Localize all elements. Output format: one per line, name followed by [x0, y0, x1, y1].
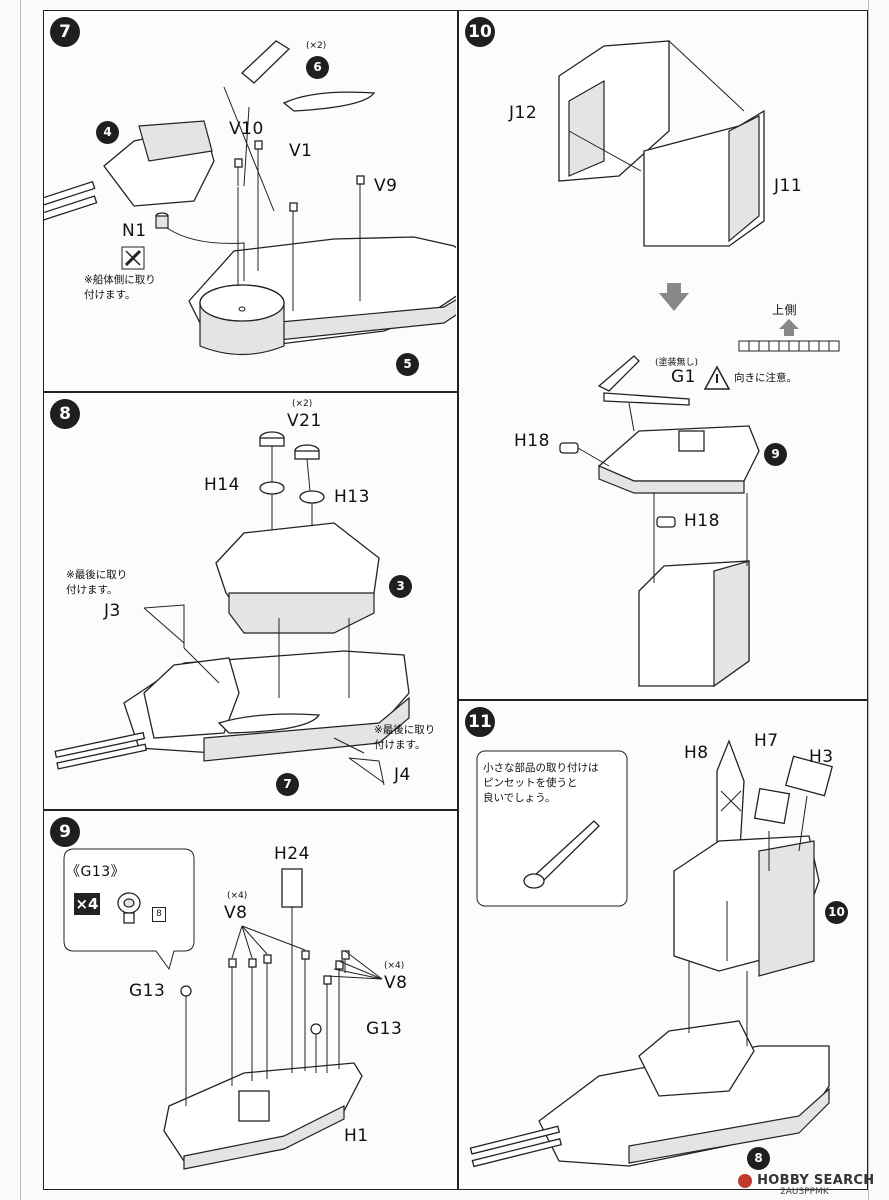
part-7-marker: 7: [276, 773, 299, 796]
step-8-note-right: ※最後に取り 付けます。: [374, 724, 436, 751]
part-6-marker: 6: [306, 56, 329, 79]
part-v8-right-label: V8: [384, 973, 408, 993]
caution-text: 向きに注意。: [734, 372, 797, 384]
part-8-marker: 8: [747, 1147, 770, 1170]
part-4-marker: 4: [96, 121, 119, 144]
part-3-marker: 3: [389, 575, 412, 598]
part-v21-qty: (×2): [292, 399, 313, 409]
orientation-label: 上側: [772, 303, 798, 317]
step-8-number: 8: [50, 399, 80, 429]
footer-watermark: HOBBY SEARCH: [738, 1170, 874, 1189]
step-7-note: ※船体側に取り 付けます。: [84, 274, 156, 301]
quantity-badge: ×4: [74, 893, 100, 915]
part-g1-note: (塗装無し): [655, 358, 699, 368]
step-7-illustration: [44, 40, 456, 356]
part-6-qty: (×2): [306, 41, 327, 51]
part-v8-left-label: V8: [224, 903, 248, 923]
step-7-panel: 7 4 (×2) 6 V10 V1 V9 N1 ※船体側に取り 付けます。 5: [43, 10, 458, 392]
part-h3-label: H3: [809, 747, 834, 767]
step-9-illustration: [63, 848, 383, 1170]
brand-logo-icon: [738, 1173, 752, 1188]
brand-name: HOBBY SEARCH: [757, 1173, 875, 1188]
part-j12-label: J12: [509, 103, 538, 123]
step-10-number: 10: [465, 17, 495, 47]
part-h13-label: H13: [334, 487, 370, 507]
part-5-marker: 5: [396, 353, 419, 376]
step-7-number: 7: [50, 17, 80, 47]
part-g13-left-label: G13: [129, 981, 166, 1001]
step-8-note-left: ※最後に取り 付けます。: [66, 569, 128, 596]
part-h18-bottom-label: H18: [684, 511, 720, 531]
part-h14-label: H14: [204, 475, 240, 495]
part-h1-label: H1: [344, 1126, 369, 1146]
part-g1-label: G1: [671, 367, 696, 387]
step-10-panel: 10 J12 J11 上側 (塗装無し) G1 向きに注意。 H18 9 H18: [458, 10, 868, 700]
part-h24-label: H24: [274, 844, 310, 864]
part-v8-left-qty: (×4): [227, 891, 248, 901]
tweezers-tip: 小さな部品の取り付けは ピンセットを使うと 良いでしょう。: [483, 762, 599, 804]
part-v9-label: V9: [374, 176, 398, 196]
step-11-panel: 11 小さな部品の取り付けは ピンセットを使うと 良いでしょう。 H8 H7 H…: [458, 700, 868, 1190]
part-v8-right-qty: (×4): [384, 961, 405, 971]
step-10-illustration: [558, 40, 840, 688]
step-11-number: 11: [465, 707, 495, 737]
fold-line-right: [868, 0, 869, 1200]
part-10-marker: 10: [825, 901, 848, 924]
part-v1-label: V1: [289, 141, 313, 161]
part-h8-label: H8: [684, 743, 709, 763]
step-8-panel: 8 (×2) V21 H14 H13 3 ※最後に取り 付けます。 J3 ※最後…: [43, 392, 458, 810]
step-11-illustration: [469, 739, 833, 1168]
part-h7-label: H7: [754, 731, 779, 751]
part-v10-label: V10: [229, 119, 264, 139]
step-8-illustration: [54, 431, 410, 786]
step-9-panel: 9 《G13》 ×4 8 H24 (×4) V8 (×4) V8 G13 G13…: [43, 810, 458, 1190]
part-g13-right-label: G13: [366, 1019, 403, 1039]
part-n1-label: N1: [122, 221, 147, 241]
fold-line-left: [20, 0, 21, 1200]
bubble-part-number: 8: [152, 907, 166, 922]
part-j3-label: J3: [104, 601, 121, 621]
product-code: 2AU3PPMK: [780, 1187, 829, 1197]
part-v21-label: V21: [287, 411, 322, 431]
part-h18-top-label: H18: [514, 431, 550, 451]
step-9-number: 9: [50, 817, 80, 847]
part-9-marker: 9: [764, 443, 787, 466]
bubble-title: 《G13》: [66, 864, 126, 880]
part-j4-label: J4: [394, 765, 411, 785]
part-j11-label: J11: [774, 176, 803, 196]
